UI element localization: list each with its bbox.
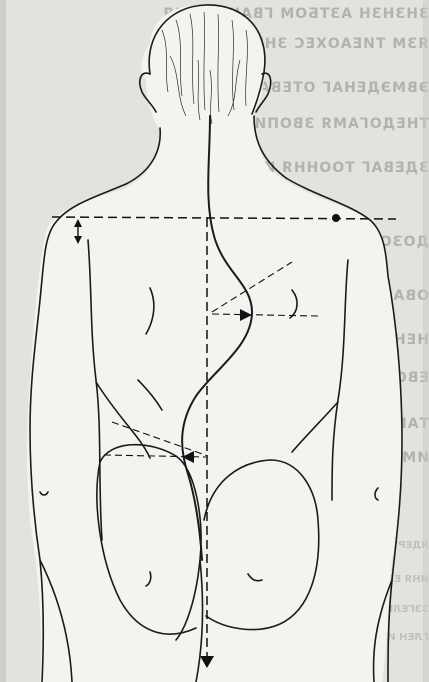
page-edge-shadow	[0, 0, 6, 682]
